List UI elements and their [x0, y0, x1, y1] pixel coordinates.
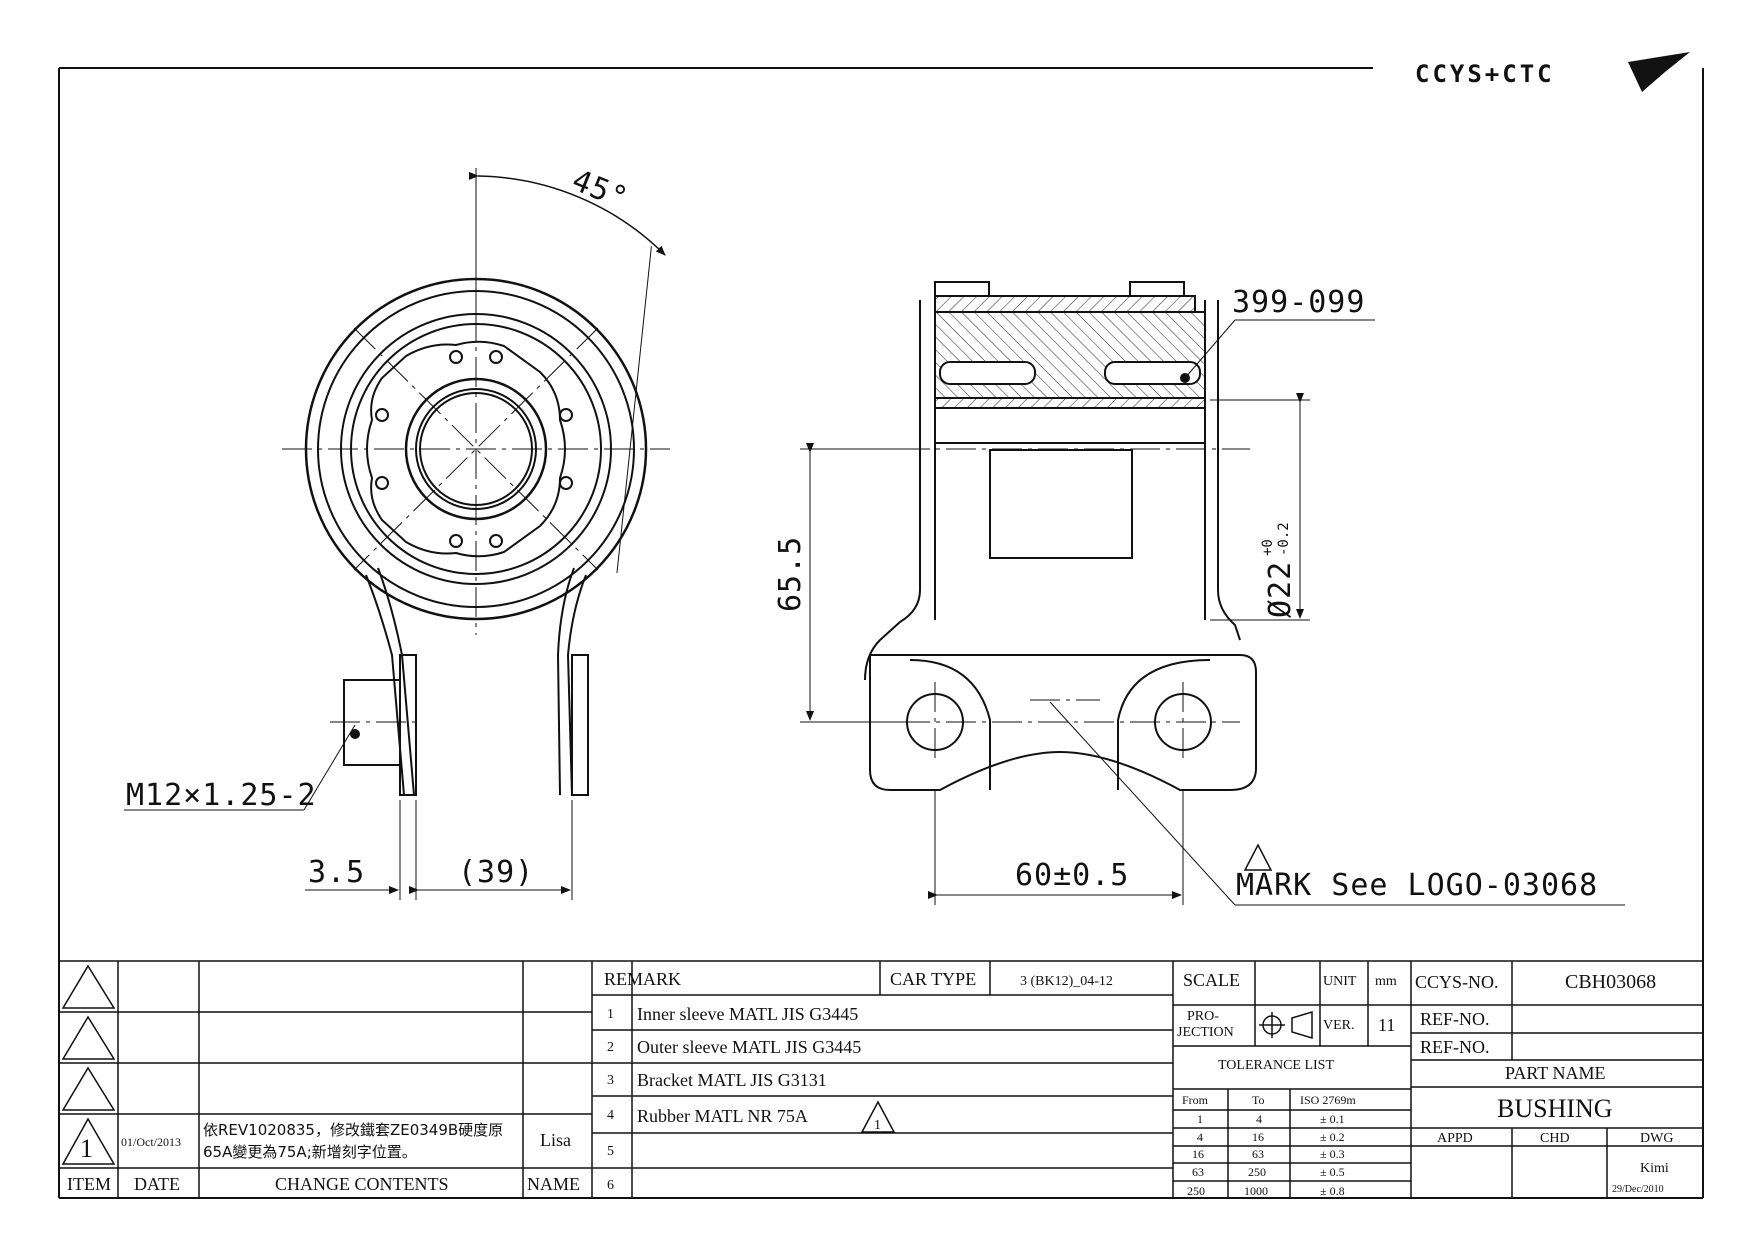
- remark-text-3: Bracket MATL JIS G3131: [637, 1070, 827, 1090]
- remark-text-2: Outer sleeve MATL JIS G3445: [637, 1037, 861, 1057]
- side-view-dimension-labels: 399-099 65.5 Ø22 +0 -0.2 60±0.5 MARK See…: [773, 285, 1598, 903]
- tol-row-1-from: 1: [1197, 1112, 1203, 1126]
- remark-no-2: 2: [607, 1040, 614, 1055]
- remark-no-1: 1: [607, 1007, 614, 1022]
- tol-header-to: To: [1252, 1093, 1265, 1107]
- angle-dimension: 45°: [567, 163, 633, 217]
- header-change-contents: CHANGE CONTENTS: [275, 1174, 449, 1194]
- rev-change-line-1: 依REV1020835，修改鐵套ZE0349B硬度原: [203, 1121, 503, 1139]
- thickness-dimension: 3.5: [308, 855, 365, 890]
- dwg-date: 29/Dec/2010: [1612, 1184, 1664, 1195]
- tol-row-3-to: 63: [1252, 1147, 1264, 1161]
- ref-no-label-2: REF-NO.: [1420, 1037, 1490, 1057]
- front-view-dimension-labels: 45° M12×1.25-2 3.5 (39): [126, 163, 633, 890]
- remark-text-1: Inner sleeve MATL JIS G3445: [637, 1004, 858, 1024]
- company-logo: CCYS+CTC: [1415, 52, 1690, 92]
- length-dimension: 60±0.5: [1015, 858, 1129, 893]
- tol-row-1-tol: ± 0.1: [1320, 1112, 1345, 1126]
- width-dimension: (39): [458, 855, 534, 890]
- sheet-border: [58, 67, 1704, 1199]
- tol-header-iso: ISO 2769m: [1300, 1093, 1356, 1107]
- ccys-no-label: CCYS-NO.: [1415, 972, 1499, 992]
- rev-date: 01/Oct/2013: [121, 1135, 181, 1149]
- tol-row-5-from: 250: [1187, 1184, 1205, 1198]
- unit-value: mm: [1375, 974, 1397, 989]
- tolerance-block: SCALE UNIT mm PRO- JECTION VER. 11 TOLER…: [1177, 970, 1397, 1198]
- part-name-label: PART NAME: [1505, 1063, 1605, 1083]
- tol-row-3-tol: ± 0.3: [1320, 1147, 1345, 1161]
- ccys-no-value: CBH03068: [1565, 971, 1656, 993]
- tol-row-4-from: 63: [1192, 1165, 1204, 1179]
- revision-table: 1 01/Oct/2013 依REV1020835，修改鐵套ZE0349B硬度原…: [67, 1121, 580, 1194]
- diameter-tolerance-upper: +0: [1260, 539, 1276, 556]
- header-date: DATE: [134, 1174, 180, 1194]
- ref-no-label-1: REF-NO.: [1420, 1009, 1490, 1029]
- remark-label: REMARK: [604, 969, 681, 989]
- logo-mark-icon: [1628, 52, 1690, 92]
- diameter-tolerance-lower: -0.2: [1276, 522, 1292, 556]
- logo-text: CCYS+CTC: [1415, 60, 1555, 88]
- tol-row-4-tol: ± 0.5: [1320, 1165, 1345, 1179]
- projection-label-2: JECTION: [1177, 1025, 1234, 1040]
- tol-row-5-to: 1000: [1244, 1184, 1268, 1198]
- rubber-revision-mark: 1: [874, 1118, 881, 1133]
- height-dimension: 65.5: [773, 536, 808, 612]
- remark-table: REMARK CAR TYPE 3 (BK12)_04-12 1 Inner s…: [604, 969, 1113, 1193]
- ver-label: VER.: [1323, 1018, 1355, 1033]
- tolerance-title: TOLERANCE LIST: [1218, 1058, 1334, 1073]
- part-reference: 399-099: [1232, 285, 1365, 320]
- projection-symbol-icon: [1259, 1010, 1313, 1040]
- diameter-dimension: Ø22: [1263, 561, 1298, 618]
- remark-no-3: 3: [607, 1073, 614, 1088]
- tol-row-1-to: 4: [1256, 1112, 1262, 1126]
- remark-no-5: 5: [607, 1144, 614, 1159]
- part-name-value: BUSHING: [1497, 1094, 1613, 1123]
- unit-label: UNIT: [1323, 974, 1357, 989]
- tol-row-3-from: 16: [1192, 1147, 1204, 1161]
- thread-callout: M12×1.25-2: [126, 778, 317, 813]
- remark-no-6: 6: [607, 1178, 614, 1193]
- appd-label: APPD: [1437, 1131, 1473, 1146]
- tol-row-2-to: 16: [1252, 1130, 1264, 1144]
- title-block-grid: [59, 960, 1703, 1198]
- remark-no-4: 4: [607, 1108, 614, 1123]
- header-name: NAME: [527, 1174, 580, 1194]
- rev-change-line-2: 65A變更為75A;新增刻字位置。: [203, 1143, 417, 1161]
- tol-header-from: From: [1182, 1093, 1209, 1107]
- dwg-label: DWG: [1640, 1131, 1673, 1146]
- tol-row-4-to: 250: [1248, 1165, 1266, 1179]
- side-view: [800, 281, 1625, 906]
- tol-row-2-tol: ± 0.2: [1320, 1130, 1345, 1144]
- car-type-label: CAR TYPE: [890, 969, 976, 989]
- projection-label-1: PRO-: [1187, 1009, 1219, 1024]
- dwg-by: Kimi: [1640, 1161, 1669, 1176]
- rev-name: Lisa: [540, 1130, 571, 1150]
- part-info-block: CCYS-NO. CBH03068 REF-NO. REF-NO. PART N…: [1415, 971, 1673, 1195]
- mark-note: MARK See LOGO-03068: [1236, 868, 1598, 903]
- rev-item-number: 1: [80, 1134, 93, 1163]
- remark-text-4: Rubber MATL NR 75A: [637, 1106, 808, 1126]
- scale-label: SCALE: [1183, 970, 1240, 990]
- front-view: [124, 168, 670, 900]
- ver-value: 11: [1378, 1015, 1395, 1035]
- header-item: ITEM: [67, 1174, 111, 1194]
- chd-label: CHD: [1540, 1131, 1570, 1146]
- tol-row-5-tol: ± 0.8: [1320, 1184, 1345, 1198]
- car-type-value: 3 (BK12)_04-12: [1020, 974, 1113, 989]
- tol-row-2-from: 4: [1197, 1130, 1203, 1144]
